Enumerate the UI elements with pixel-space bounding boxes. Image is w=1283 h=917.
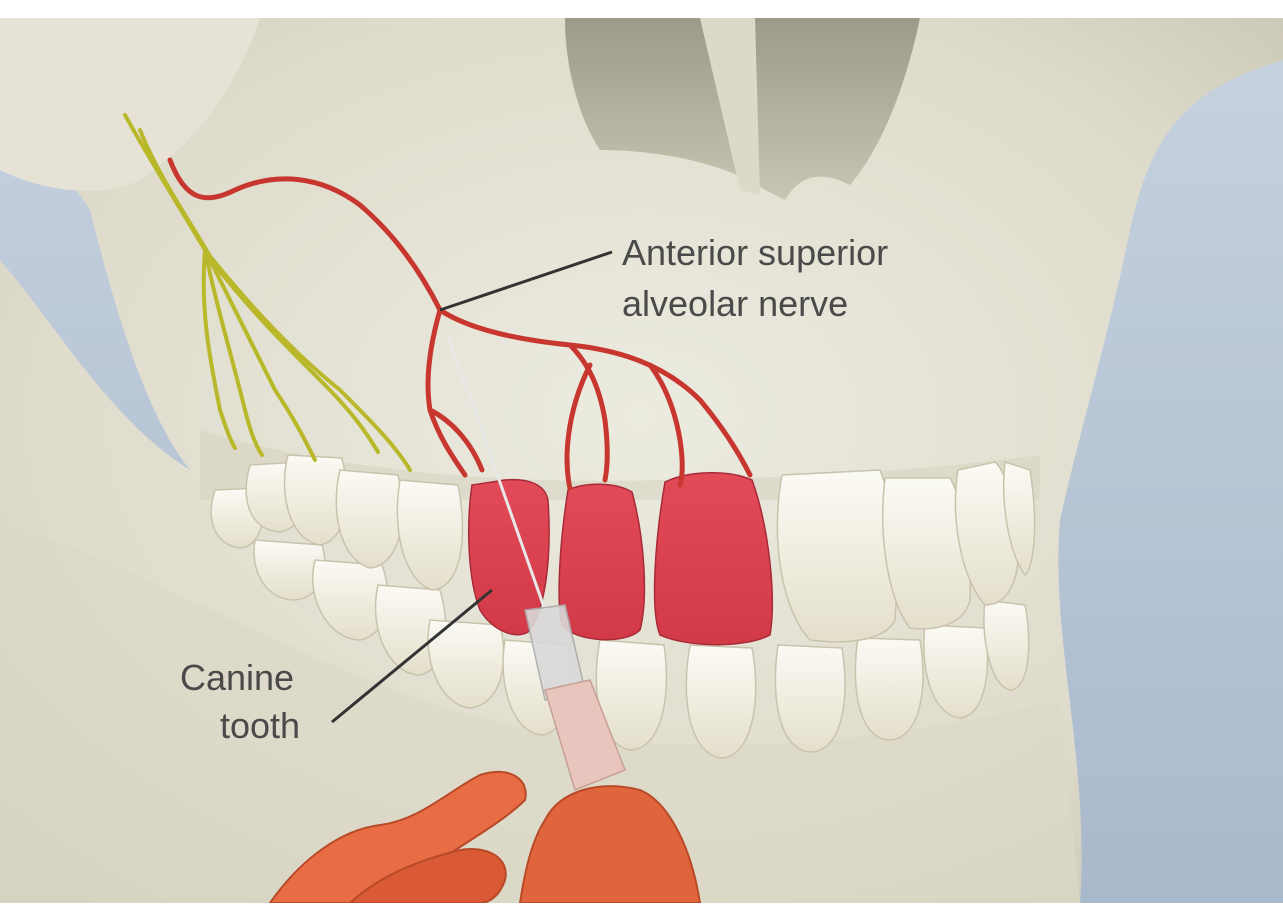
- lateral-incisor-red: [558, 483, 646, 641]
- lower-teeth: [253, 539, 1030, 759]
- yellow-nerve: [123, 113, 412, 472]
- canine-leader-line: [331, 588, 493, 724]
- syringe: [446, 334, 626, 792]
- gloved-hand: [268, 770, 702, 904]
- bottom-border: [0, 903, 1283, 917]
- mandible-bone: [0, 520, 1080, 903]
- highlighted-teeth: [467, 472, 773, 646]
- nasal-septum: [700, 18, 760, 195]
- zygomatic-bone: [0, 18, 260, 191]
- red-nerve: [167, 157, 753, 491]
- label-nerve-line2: alveolar nerve: [622, 283, 848, 324]
- label-nerve-line1: Anterior superior: [622, 232, 888, 273]
- upper-teeth: [210, 454, 1036, 643]
- canine-tooth-red: [467, 478, 550, 636]
- central-incisor-red: [653, 472, 773, 646]
- label-canine-line2: tooth: [220, 705, 300, 746]
- nerve-leader-line: [439, 250, 613, 312]
- label-canine-line1: Canine: [180, 657, 294, 698]
